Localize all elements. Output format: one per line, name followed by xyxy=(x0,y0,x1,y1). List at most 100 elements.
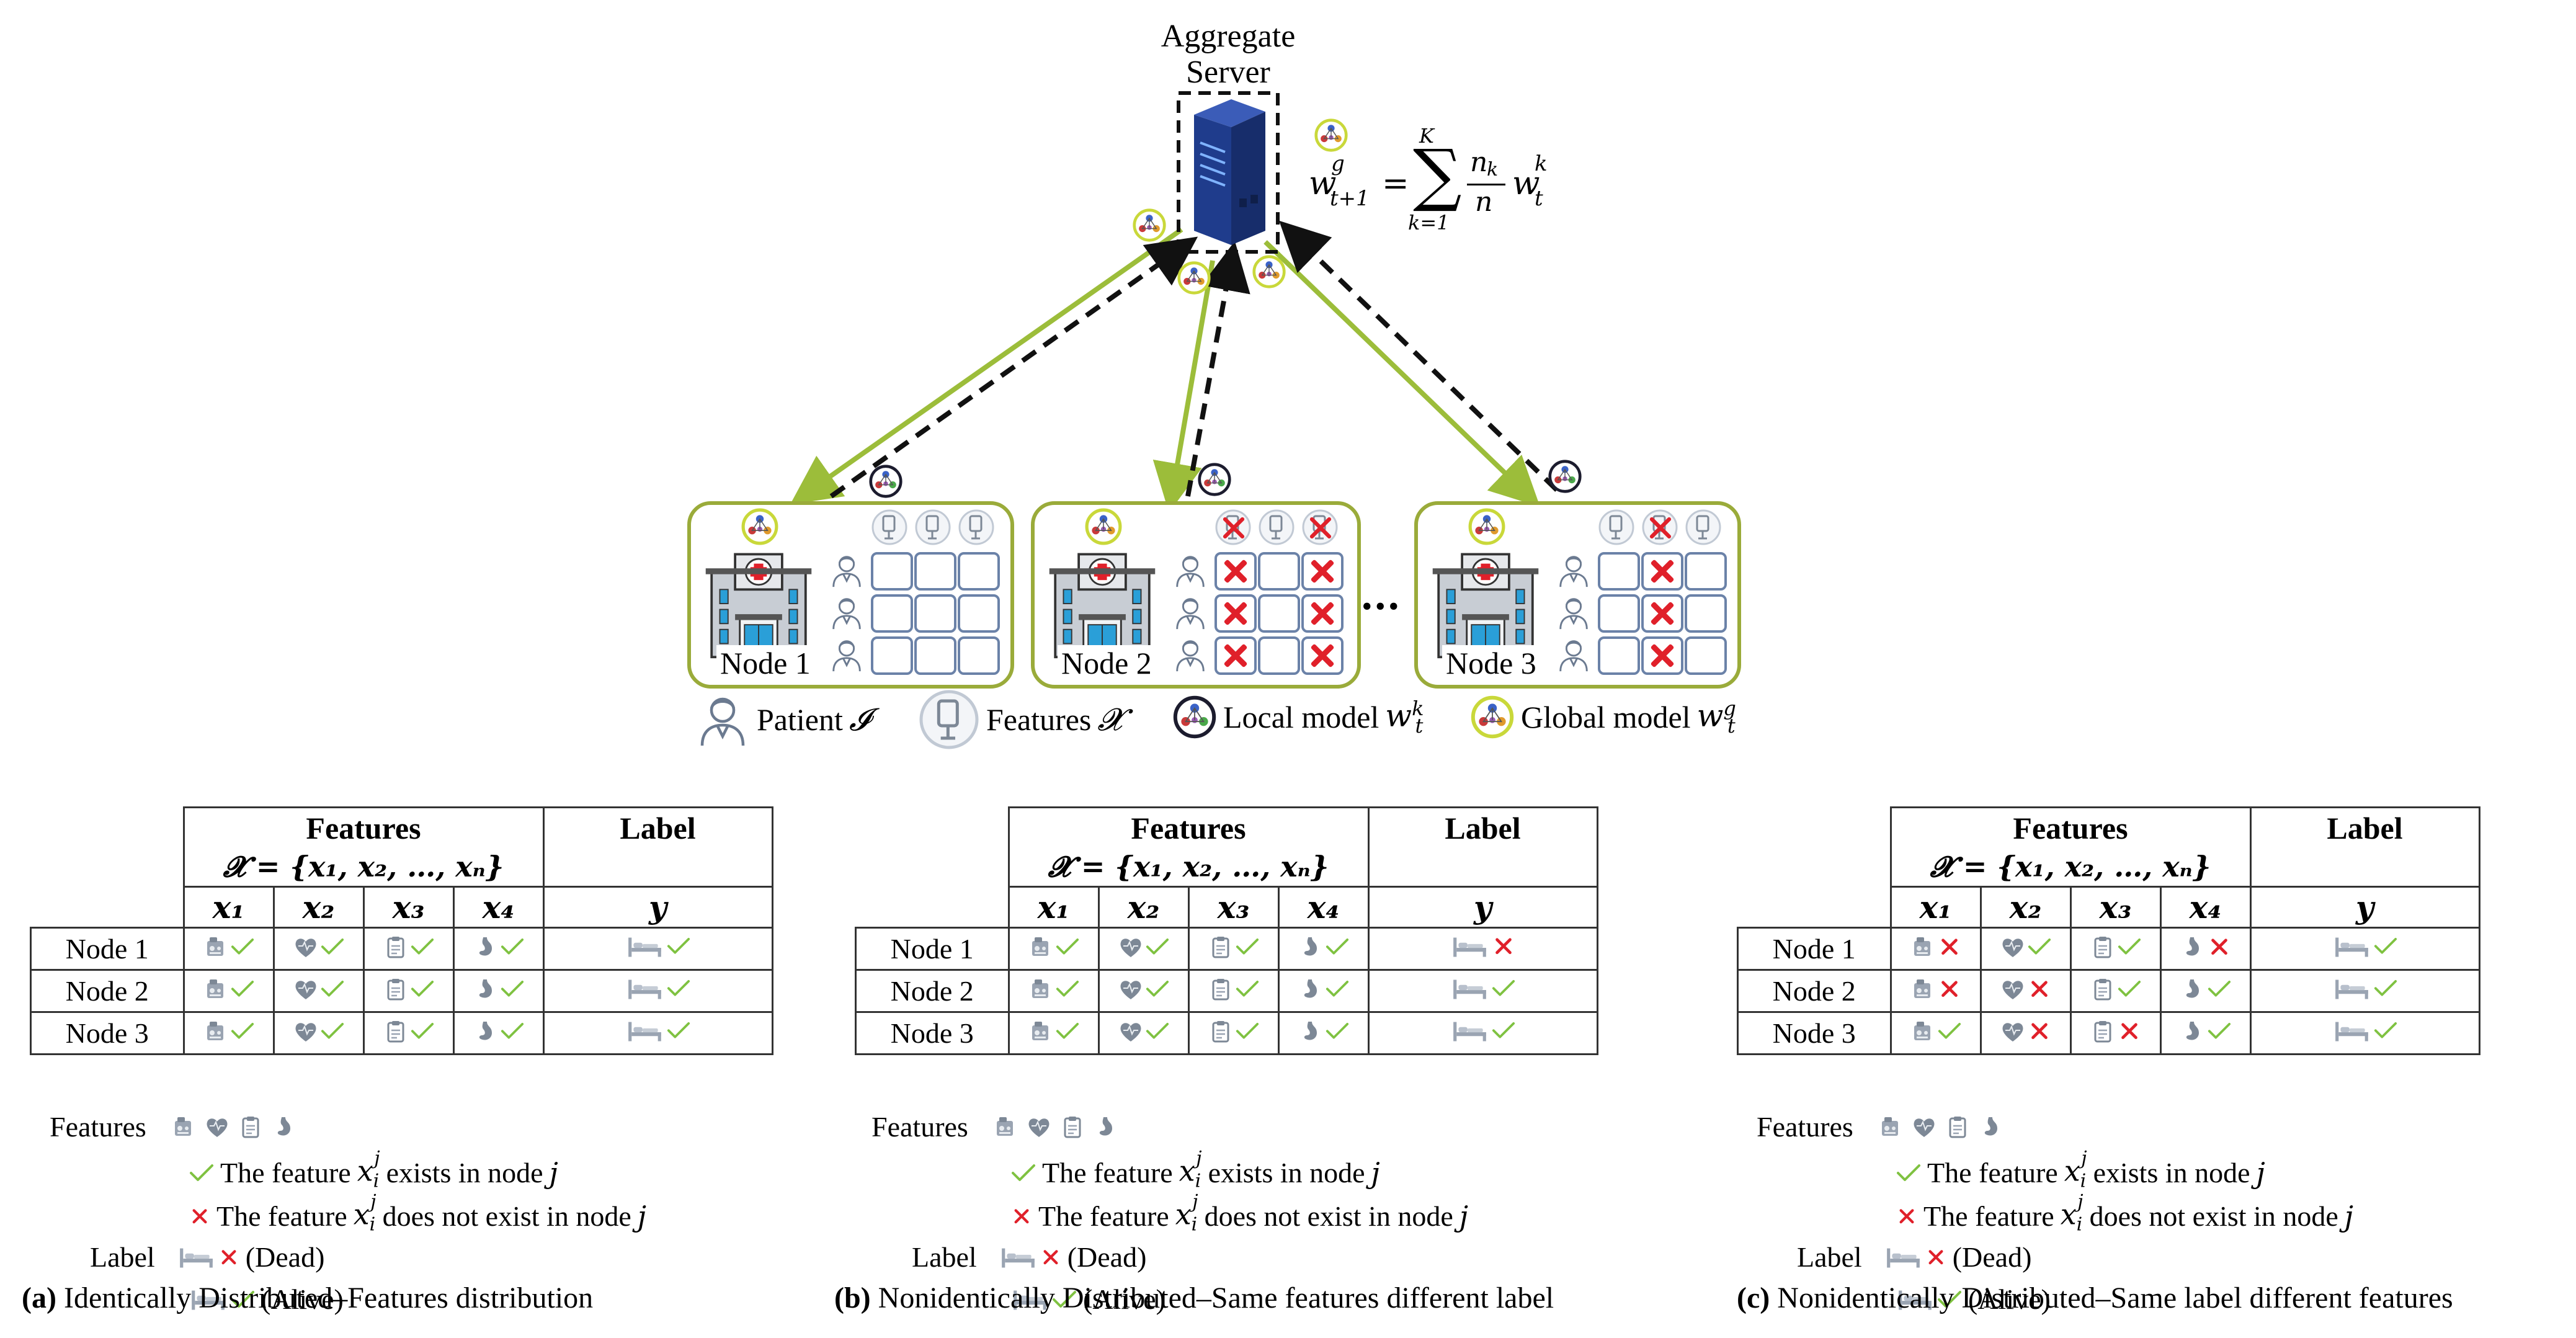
column-header-x4: x₄ xyxy=(1277,886,1370,929)
table-legend-1: Features The feature xij exists in node … xyxy=(50,1110,794,1334)
node-data-cell xyxy=(958,552,1000,591)
bed-icon xyxy=(177,1244,216,1270)
missing-feature-cross-icon xyxy=(1309,516,1332,540)
check-icon xyxy=(1056,1022,1079,1040)
legend-alive: (Alive) xyxy=(1083,1283,1165,1315)
legend-label-label: Label xyxy=(912,1241,977,1273)
stomach-icon xyxy=(1298,977,1323,1002)
feature-set-definition: 𝓧 = {x₁, x₂, …, xₙ} xyxy=(1007,848,1370,888)
server-title-line1: Aggregate xyxy=(1161,19,1296,54)
node-data-cell xyxy=(1598,594,1640,633)
legend-exists-pre: The feature xyxy=(1042,1157,1173,1189)
global-model-icon xyxy=(1252,254,1286,289)
check-icon xyxy=(321,938,344,956)
node-data-cell xyxy=(1258,552,1300,591)
legend-dead: (Dead) xyxy=(245,1241,325,1273)
formula-frac-num-sub: k xyxy=(1487,159,1499,181)
heart-icon xyxy=(293,977,318,1002)
cross-icon xyxy=(2028,980,2051,998)
heart-icon xyxy=(205,1115,230,1140)
patient-icon xyxy=(1556,552,1592,588)
column-header-x2: x₂ xyxy=(1097,886,1190,929)
cross-icon xyxy=(1938,938,1961,956)
hospital-icon xyxy=(1043,548,1161,660)
check-icon xyxy=(2118,938,2141,956)
legend-features-label: Features xyxy=(871,1111,968,1143)
caption-tag: (a) xyxy=(22,1282,56,1314)
check-icon xyxy=(231,938,254,956)
cross-icon xyxy=(1938,980,1961,998)
label-cell xyxy=(2249,1011,2480,1055)
stomach-icon xyxy=(473,1019,498,1044)
node-data-cell xyxy=(1641,552,1683,591)
legend-feature-symbol: xij xyxy=(2064,1148,2087,1192)
feature-cell xyxy=(2159,927,2252,971)
local-model-icon xyxy=(868,464,903,499)
table-row: Node 2 xyxy=(1737,969,2480,1013)
node-label-2: Node 2 xyxy=(1058,645,1156,681)
cross-icon xyxy=(1492,937,1515,955)
node-data-cell xyxy=(1685,594,1727,633)
column-header-x2: x₂ xyxy=(272,886,365,929)
node-label-3: Node 3 xyxy=(1442,645,1540,681)
features-header: Features xyxy=(182,806,545,849)
formula-rhs: w xyxy=(1512,165,1540,202)
feature-cell xyxy=(1007,927,1100,971)
legend-features-label: Features xyxy=(50,1111,146,1143)
legend-not-exists-post: does not exist in node xyxy=(1204,1200,1453,1233)
caption-text: Nonidentically Distributed–Same label di… xyxy=(1777,1282,2453,1314)
feature-cell xyxy=(1889,1011,1982,1055)
feature-cell xyxy=(1097,969,1190,1013)
heart-icon xyxy=(293,935,318,960)
stomach-icon xyxy=(1298,1019,1323,1044)
legend-global: Global model xyxy=(1521,700,1691,734)
node-label-1: Node 1 xyxy=(716,645,814,681)
global-model-icon xyxy=(1468,507,1506,546)
machine-icon xyxy=(1878,1115,1903,1140)
bed-icon xyxy=(626,976,664,1002)
missing-feature-cross-icon xyxy=(1649,516,1672,540)
legend-node-var: j xyxy=(1459,1199,1469,1233)
node-data-cell xyxy=(1258,636,1300,675)
machine-icon xyxy=(171,1115,196,1140)
legend-features-label: Features xyxy=(1757,1111,1853,1143)
clipboard-icon xyxy=(238,1115,263,1140)
heart-icon xyxy=(2000,935,2025,960)
global-model-icon xyxy=(1470,695,1515,739)
stomach-icon xyxy=(1298,935,1323,960)
feature-cell xyxy=(1277,1011,1370,1055)
check-icon xyxy=(1492,1022,1515,1040)
formula-rhs-sub: t xyxy=(1535,186,1543,211)
table-row: Node 3 xyxy=(855,1011,1598,1055)
clipboard-icon xyxy=(2090,935,2115,960)
bed-icon xyxy=(1451,1018,1489,1044)
top-legend: Patient 𝓘 Features 𝓧 Local model wkt Glo… xyxy=(695,689,1811,757)
machine-icon xyxy=(993,1115,1018,1140)
label-header: Label xyxy=(542,806,773,849)
check-icon xyxy=(2374,937,2397,955)
column-header-x2: x₂ xyxy=(1979,886,2072,929)
stomach-icon xyxy=(2180,1019,2205,1044)
stomach-icon xyxy=(272,1115,296,1140)
node-data-cell xyxy=(1641,636,1683,675)
legend-node-var: j xyxy=(2256,1156,2265,1190)
check-icon xyxy=(501,980,524,998)
formula-frac-num: n xyxy=(1470,146,1488,178)
legend-exists-post: exists in node xyxy=(386,1157,543,1189)
legend-exists-pre: The feature xyxy=(1927,1157,2058,1189)
bed-icon xyxy=(626,1018,664,1044)
table-row: Node 1 xyxy=(1737,927,2480,971)
machine-icon xyxy=(1028,1019,1053,1044)
check-icon xyxy=(1326,980,1349,998)
legend-dead: (Dead) xyxy=(1952,1241,2032,1273)
panel-caption-3: (c) Nonidentically Distributed–Same labe… xyxy=(1737,1281,2453,1315)
cross-icon xyxy=(1011,1208,1032,1224)
label-cell xyxy=(2249,927,2480,971)
machine-icon xyxy=(203,1019,228,1044)
check-icon xyxy=(501,1022,524,1040)
check-icon xyxy=(1938,1022,1961,1040)
legend-exists-post: exists in node xyxy=(1208,1157,1365,1189)
local-model-icon xyxy=(1197,462,1232,497)
formula-frac-den: n xyxy=(1475,186,1493,218)
